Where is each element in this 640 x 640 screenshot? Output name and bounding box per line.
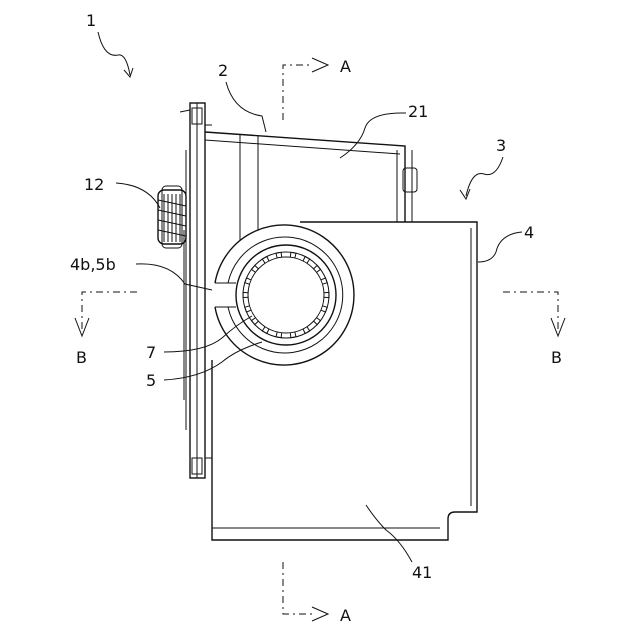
label-41: 41 xyxy=(412,563,432,582)
section-line-a-top: A xyxy=(283,57,351,120)
label-1: 1 xyxy=(86,11,96,30)
label-5: 5 xyxy=(146,371,156,390)
section-a-bottom-label: A xyxy=(340,606,351,625)
label-7: 7 xyxy=(146,343,156,362)
section-b-left-label: B xyxy=(76,348,87,367)
section-line-b-right: B xyxy=(503,292,565,367)
label-2: 2 xyxy=(218,61,228,80)
section-line-a-bottom: A xyxy=(283,562,351,625)
label-4b-5b: 4b,5b xyxy=(70,255,116,274)
mounting-plate xyxy=(180,103,212,478)
adjustment-knob xyxy=(158,186,186,248)
label-3: 3 xyxy=(496,136,506,155)
section-b-right-label: B xyxy=(551,348,562,367)
label-21: 21 xyxy=(408,102,428,121)
section-a-top-label: A xyxy=(340,57,351,76)
label-12: 12 xyxy=(84,175,104,194)
label-4: 4 xyxy=(524,223,534,242)
section-line-b-left: B xyxy=(75,292,137,367)
